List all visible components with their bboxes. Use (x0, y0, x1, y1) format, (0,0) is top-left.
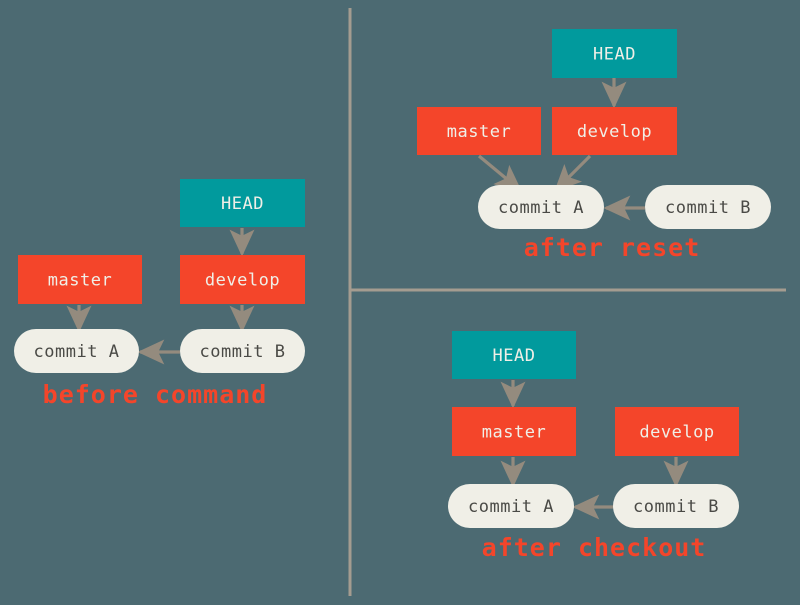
head-label: HEAD (493, 346, 536, 366)
commit-box-shape (180, 329, 305, 373)
commit-label: commit A (34, 342, 120, 362)
branch-label: develop (205, 271, 280, 291)
head-box-shape (180, 179, 305, 227)
node-commit-commitB[interactable]: commit B (645, 185, 771, 229)
node-head-head[interactable]: HEAD (552, 29, 677, 78)
head-label: HEAD (593, 45, 636, 65)
node-branch-develop[interactable]: develop (615, 407, 739, 456)
commit-label: commit B (633, 497, 719, 517)
commit-box-shape (478, 185, 604, 229)
head-box-shape (452, 331, 576, 379)
commit-box-shape (448, 484, 574, 528)
panels-group: HEAD master develop commit A commit B before … (14, 29, 771, 562)
node-branch-master[interactable]: master (18, 255, 142, 304)
branch-box-shape (452, 407, 576, 456)
commit-box-shape (645, 185, 771, 229)
branch-box-shape (417, 107, 541, 155)
panel-caption-after-reset: after reset (524, 233, 701, 262)
branch-box-shape (615, 407, 739, 456)
branch-label: master (48, 271, 112, 291)
node-commit-commitB[interactable]: commit B (180, 329, 305, 373)
branch-label: develop (577, 122, 652, 142)
node-head-head[interactable]: HEAD (452, 331, 576, 379)
panel-after-reset: HEAD master develop commit A commit B after r… (417, 29, 771, 262)
node-branch-develop[interactable]: develop (552, 107, 677, 155)
branch-box-shape (180, 255, 305, 304)
node-commit-commitA[interactable]: commit A (478, 185, 604, 229)
node-branch-master[interactable]: master (417, 107, 541, 155)
commit-label: commit B (200, 342, 286, 362)
panel-caption-before-command: before command (43, 380, 268, 409)
node-commit-commitA[interactable]: commit A (14, 329, 139, 373)
commit-label: commit A (468, 497, 554, 517)
arrow-master-to-commitA (477, 154, 522, 192)
arrows (477, 78, 645, 221)
panel-dividers (348, 8, 786, 596)
commit-label: commit B (665, 198, 751, 218)
arrow-develop-to-commitA (554, 154, 592, 192)
panel-after-checkout: HEAD master develop commit A commit B after c… (448, 331, 739, 562)
branch-label: master (447, 122, 511, 142)
node-head-head[interactable]: HEAD (180, 179, 305, 227)
panel-before-command: HEAD master develop commit A commit B before … (14, 179, 305, 409)
commit-box-shape (613, 484, 739, 528)
head-box-shape (552, 29, 677, 78)
branch-box-shape (18, 255, 142, 304)
branch-label: master (482, 423, 546, 443)
node-commit-commitB[interactable]: commit B (613, 484, 739, 528)
branch-label: develop (639, 423, 714, 443)
arrows (500, 380, 689, 520)
node-branch-master[interactable]: master (452, 407, 576, 456)
commit-label: commit A (498, 198, 584, 218)
head-label: HEAD (221, 194, 264, 214)
panel-caption-after-checkout: after checkout (482, 533, 707, 562)
arrows (66, 228, 255, 365)
commit-box-shape (14, 329, 139, 373)
node-commit-commitA[interactable]: commit A (448, 484, 574, 528)
branch-box-shape (552, 107, 677, 155)
node-branch-develop[interactable]: develop (180, 255, 305, 304)
